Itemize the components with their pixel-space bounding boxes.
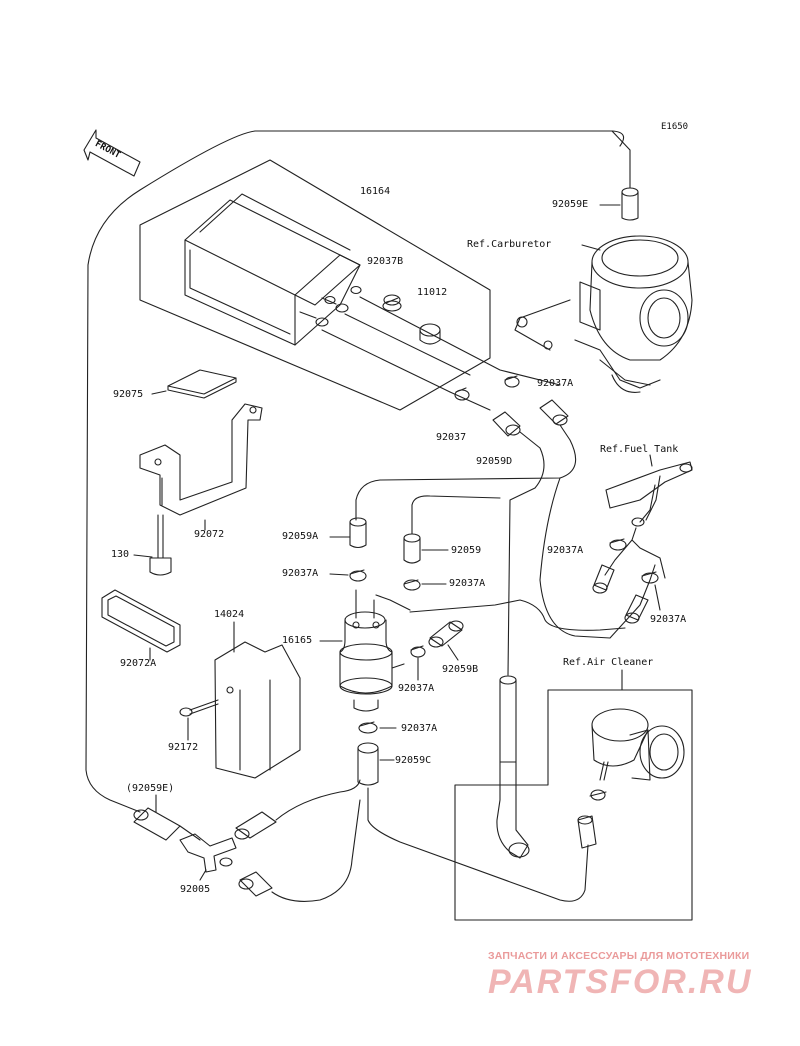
hose-carb-link — [539, 399, 569, 426]
ref-carburetor: Ref.Carburetor — [467, 239, 552, 250]
hose-route — [631, 527, 666, 579]
ref-fuel-tank: Ref.Fuel Tank — [600, 444, 679, 455]
bracket-92072 — [139, 403, 263, 516]
part-label-92059D: 92059D — [476, 456, 513, 467]
hose-bottom-right — [234, 811, 277, 840]
hose-route — [355, 424, 577, 521]
canister-hose — [344, 313, 471, 376]
leader-line — [649, 454, 653, 467]
part-label-92037: 92037 — [436, 432, 467, 443]
part-label-92059: 92059 — [451, 545, 482, 556]
leader-line — [611, 130, 631, 151]
hose-air-cleaner — [577, 815, 597, 849]
clip-92037A-bottom — [358, 721, 378, 734]
part-label-92072: 92072 — [194, 529, 225, 540]
part-label-92075: 92075 — [113, 389, 144, 400]
watermark-logo: PARTSFOR.RU — [488, 963, 753, 1001]
assembly-outline — [85, 130, 625, 813]
leader-line — [133, 554, 153, 558]
hose-92059C — [357, 742, 379, 786]
hose-92059A — [349, 517, 367, 549]
carburetor — [514, 235, 693, 393]
fuel-filter-16165 — [339, 589, 411, 712]
canister-16164 — [184, 193, 362, 346]
canister-box — [139, 159, 491, 411]
part-label-92059C: 92059C — [395, 755, 432, 766]
clip-92037A-tank-right — [641, 571, 659, 584]
fuel-tank-fitting — [605, 461, 693, 527]
bolt-130 — [149, 514, 172, 576]
bolt-92172 — [179, 699, 219, 717]
part-label-92072A: 92072A — [120, 658, 157, 669]
hose-route — [409, 599, 626, 631]
part-label-92059B: 92059B — [442, 664, 479, 675]
leader-line — [199, 869, 207, 881]
cap-11012 — [419, 323, 441, 345]
pad-92075 — [167, 369, 237, 399]
leader-line — [581, 244, 601, 251]
part-label-92037A-7: 92037A — [401, 723, 438, 734]
hose-92059B — [428, 620, 464, 648]
long-drain-hose — [496, 675, 530, 859]
gasket-92072A — [101, 589, 181, 653]
clip-92037A-carb — [504, 375, 520, 388]
part-label-92037A-6: 92037A — [398, 683, 435, 694]
part-label-92059A: 92059A — [282, 531, 319, 542]
clip-92037B — [382, 294, 402, 312]
cover-14024 — [214, 641, 301, 779]
part-label-92037B: 92037B — [367, 256, 404, 267]
part-label-14024: 14024 — [214, 609, 245, 620]
part-label-11012: 11012 — [417, 287, 448, 298]
hose-route — [275, 779, 361, 821]
hose-92059E-top — [621, 187, 639, 221]
part-label-92172: 92172 — [168, 742, 199, 753]
hose-tank-right — [624, 594, 649, 624]
hose-tank-left — [592, 564, 615, 594]
clip-92037A-filter-right — [403, 579, 421, 591]
ref-air-cleaner: Ref.Air Cleaner — [563, 657, 654, 668]
part-label-92037A-4: 92037A — [449, 578, 486, 589]
canister-hose — [449, 391, 491, 411]
clip-92037A-tank-left — [609, 538, 627, 551]
canister-hose — [321, 329, 451, 393]
clip-air-cleaner — [589, 789, 607, 801]
hose-route — [411, 495, 501, 535]
leader-line — [654, 584, 661, 611]
clip-92037 — [454, 387, 470, 401]
hose-bottom-low — [238, 871, 273, 897]
part-label-92059E-top: 92059E — [552, 199, 589, 210]
leader-line — [151, 390, 167, 395]
tee-joint-92005 — [179, 833, 237, 873]
part-label-16165: 16165 — [282, 635, 313, 646]
hose-route — [179, 825, 201, 841]
leader-line — [329, 573, 349, 576]
hose-route — [604, 539, 633, 576]
canister-hose — [359, 296, 561, 386]
hose-92059E-bottom — [133, 807, 181, 841]
part-label-92037A-3: 92037A — [282, 568, 319, 579]
front-arrow-icon — [83, 129, 141, 177]
air-cleaner-frame — [454, 689, 693, 921]
clip-92037A-lower — [410, 645, 426, 658]
part-label-92059E-paren: (92059E) — [126, 783, 175, 794]
part-label-16164: 16164 — [360, 186, 391, 197]
part-label-92037A-5: 92037A — [650, 614, 687, 625]
watermark-tagline: ЗАПЧАСТИ И АКСЕССУАРЫ ДЛЯ МОТОТЕХНИКИ — [488, 950, 750, 962]
part-label-92005: 92005 — [180, 884, 211, 895]
part-label-92037A-2: 92037A — [547, 545, 584, 556]
leader-line — [447, 644, 459, 661]
hose-92059D — [492, 411, 521, 437]
hose-route — [367, 787, 589, 902]
part-label-130: 130 — [111, 549, 130, 560]
hose-route — [271, 799, 361, 902]
diagram-code: E1650 — [661, 122, 689, 132]
hose-route — [539, 477, 656, 639]
hose-92059 — [403, 533, 421, 564]
air-cleaner — [591, 708, 685, 781]
part-label-92037A-1: 92037A — [537, 378, 574, 389]
clip-92037A-filter-left — [349, 569, 367, 582]
hose-route — [507, 431, 545, 676]
